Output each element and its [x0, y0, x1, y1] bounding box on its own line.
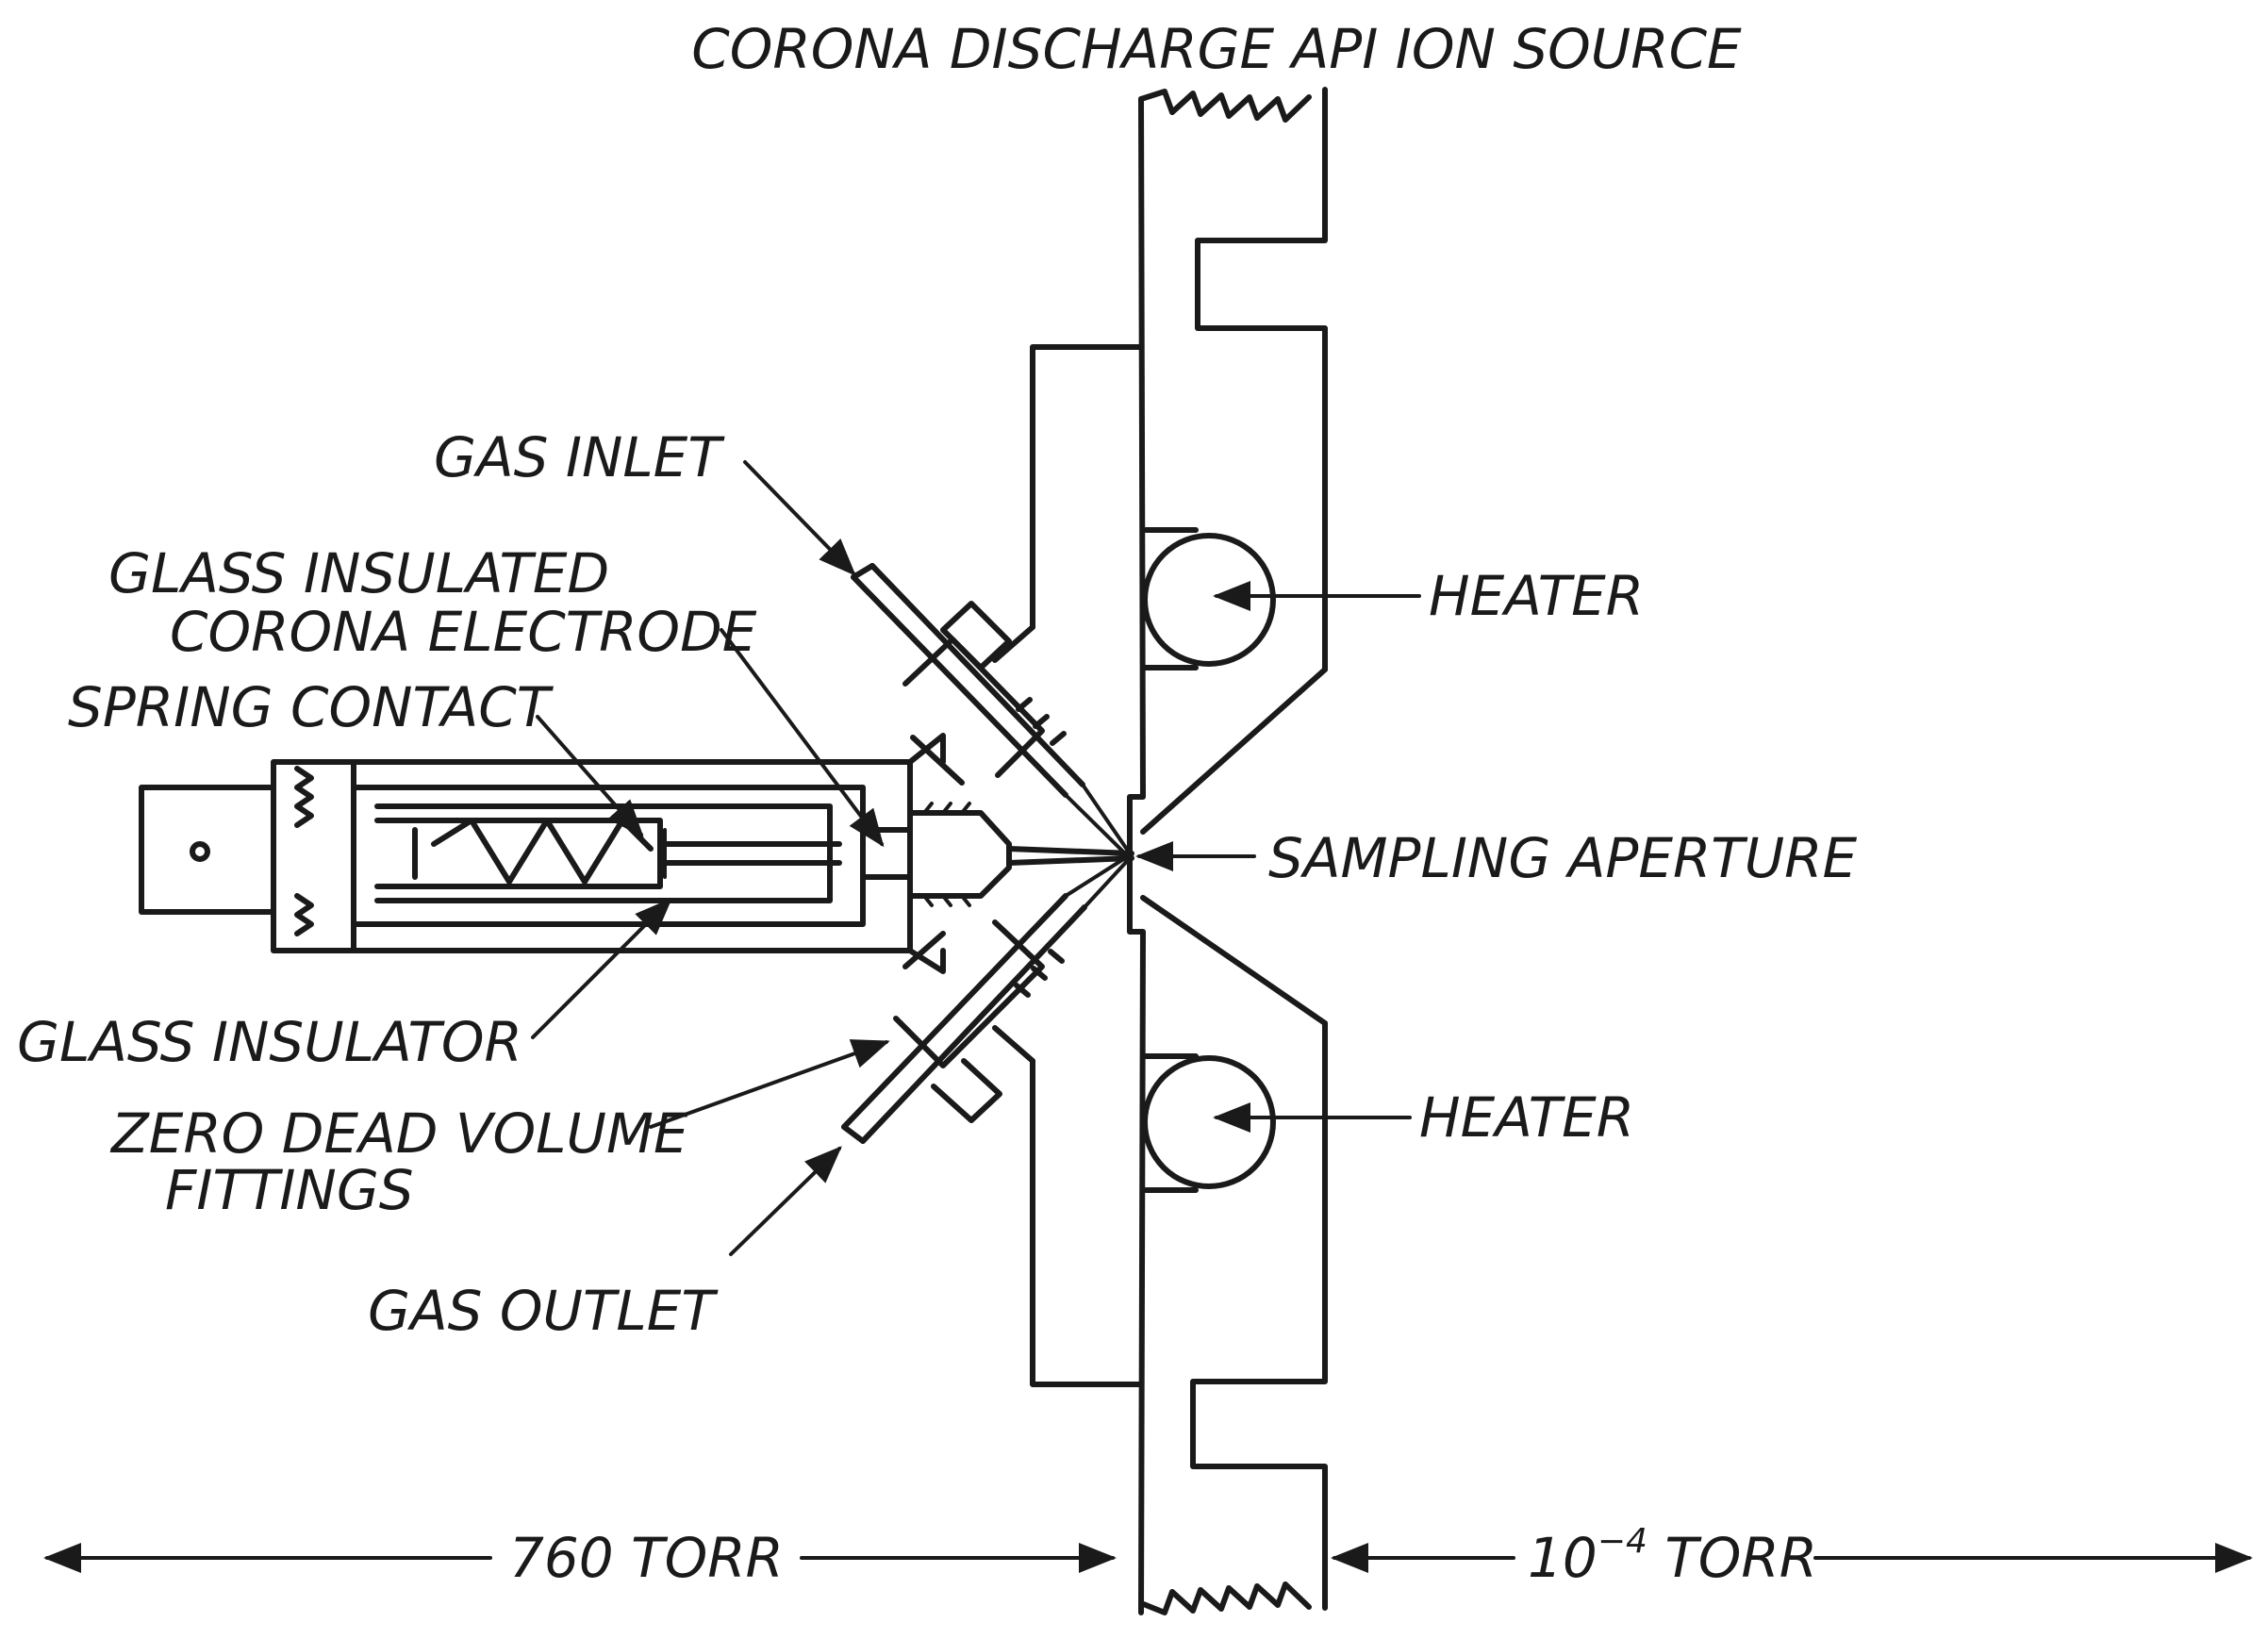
spring-contact-label: SPRING CONTACT: [68, 675, 555, 739]
ion-source-body: [1030, 344, 1328, 1387]
atmospheric-pressure-indicator: 760 TORR: [43, 1526, 1117, 1590]
glass-insulator-leader: [531, 898, 672, 1039]
gas-outlet-tube: [841, 893, 1087, 1144]
sampling-aperture-rays: [1064, 783, 1132, 909]
fittings-leader: [649, 1039, 890, 1129]
gas-inlet-tube: [851, 563, 1085, 798]
fittings-label-line1: ZERO DEAD VOLUME: [109, 1101, 688, 1166]
vacuum-pressure-label: 10−4 TORR: [1528, 1522, 1817, 1590]
electrode-label-line2: CORONA ELECTRODE: [170, 600, 757, 664]
heater-top: [1142, 527, 1276, 670]
electrode-holder: [139, 733, 1134, 974]
sampling-aperture-label: SAMPLING APERTURE: [1268, 826, 1857, 890]
heater-top-label: HEATER: [1429, 564, 1644, 628]
gas-inlet-label: GAS INLET: [434, 425, 725, 489]
gas-inlet-leader: [743, 460, 856, 576]
vacuum-pressure-indicator: 10−4 TORR: [1331, 1522, 2253, 1590]
vacuum-flange-plate: [1127, 87, 1328, 1615]
vacuum-pressure-unit: TORR: [1647, 1526, 1817, 1590]
gas-outlet-leader: [729, 1146, 842, 1256]
diagram-title: CORONA DISCHARGE API ION SOURCE: [691, 17, 1742, 81]
heater-bottom-label: HEATER: [1419, 1085, 1634, 1150]
electrode-leader: [720, 628, 885, 848]
electrode-label-line1: GLASS INSULATED: [108, 541, 609, 605]
glass-insulator-label: GLASS INSULATOR: [17, 1010, 522, 1074]
gas-outlet-label: GAS OUTLET: [368, 1279, 719, 1343]
spring-contact-leader: [536, 715, 644, 838]
fittings-label-line2: FITTINGS: [165, 1158, 414, 1222]
atmospheric-pressure-label: 760 TORR: [509, 1526, 784, 1590]
vacuum-pressure-exponent: −4: [1598, 1522, 1647, 1561]
heater-bottom: [1142, 1053, 1276, 1193]
vacuum-pressure-base: 10: [1528, 1526, 1598, 1590]
